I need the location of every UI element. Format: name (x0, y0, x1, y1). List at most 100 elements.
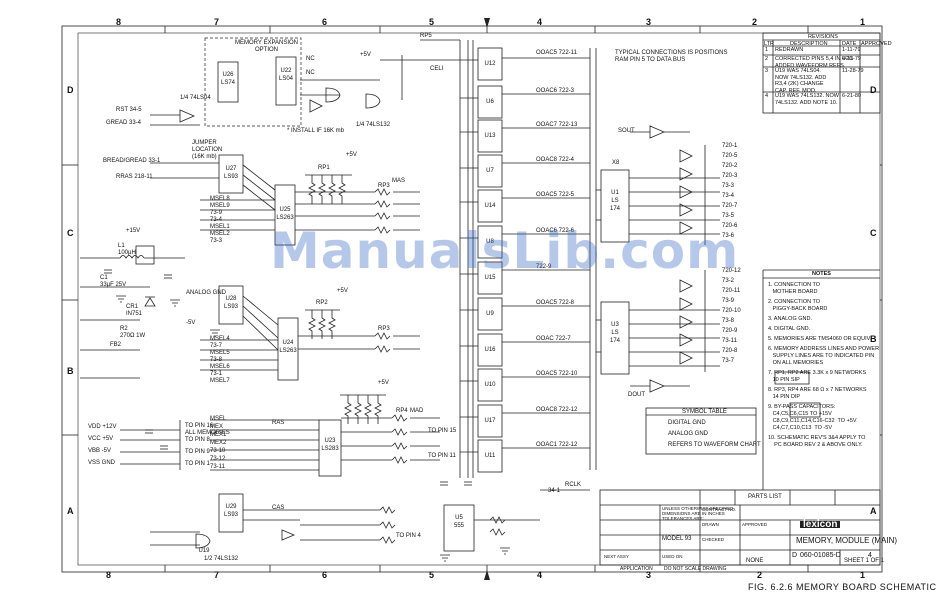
zone-bottom-6: 6 (322, 570, 328, 580)
tb-contract: CONTRACT NO. (702, 507, 737, 512)
model-label: MODEL 93 (662, 536, 692, 542)
celi-label: CELI (430, 66, 444, 72)
rp3-label: RP3 (378, 183, 390, 189)
note-item: 5. MEMORIES ARE TMS4060 OR EQUIV. (768, 336, 872, 342)
zone-bottom-7: 7 (214, 570, 220, 580)
revision-cell: 11-28-79 (842, 68, 864, 74)
zone-right-b: B (870, 334, 877, 344)
to-pin-8: TO PIN 8 (185, 437, 210, 443)
sout-label: SOUT (618, 128, 635, 134)
sheet-size: D (792, 552, 798, 559)
chip-u26-label: U26 (222, 72, 234, 78)
chip-u5-label: U5 (455, 515, 463, 521)
pin-label: 720-3 (722, 173, 738, 179)
rev-header-ltr: LTR (764, 41, 774, 47)
mas-label: MAS (392, 178, 406, 184)
nc-label: NC (306, 56, 315, 62)
chip-u28-type: LS93 (223, 304, 238, 310)
chip-u3-type: LS (611, 330, 619, 336)
used-on: USED ON (662, 554, 683, 559)
pin-label: 73-5 (722, 213, 735, 219)
chip-u23-label: U23 (324, 438, 336, 444)
pin-label: 720-7 (722, 203, 738, 209)
pin-label: MSEL5 (210, 350, 230, 356)
pin-label: MSEL4 (210, 336, 230, 342)
symbol-table-title: SYMBOL TABLE (682, 409, 727, 415)
pin-label: 73-9 (722, 298, 735, 304)
fb2-label: FB2 (110, 342, 122, 348)
memory-chip-label: U10 (484, 382, 496, 388)
memory-chip-label: U9 (486, 311, 494, 317)
scale-value: NONE (746, 558, 764, 564)
bread-signal: BREAD/GREAD 33-1 (103, 158, 161, 164)
pin-label: 720-5 (722, 153, 738, 159)
c1-label: C1 33µF 25V (100, 275, 127, 288)
pin-label: 73-7 (722, 358, 735, 364)
memory-chip-connection: OOAC5 722-5 (536, 192, 575, 198)
pin-label: MEX2 (210, 440, 227, 446)
revision-cell: 1-11-79 (842, 47, 861, 53)
zone-top-3: 3 (646, 17, 652, 27)
memory-chip-label: U11 (484, 453, 496, 459)
memory-chip-connection: OOAC6 722-6 (536, 228, 575, 234)
pin-label: MSEL8 (210, 196, 230, 202)
to-pin-11: TO PIN 11 (428, 453, 456, 459)
plus15v-label: +15V (126, 228, 141, 234)
revision-cell: 6-21-80 (842, 93, 861, 99)
symbol-analog-gnd: ANALOG GND (668, 431, 709, 437)
rev-header-date: DATE (842, 41, 857, 47)
tb-parts-list: PARTS LIST (748, 494, 782, 500)
revision-cell: 2 (765, 56, 769, 62)
memory-chip-connection: OOAC8 722-12 (536, 407, 578, 413)
all-memories: ALL MEMORIES (185, 430, 230, 436)
zone-top-6: 6 (322, 17, 328, 27)
memory-chip-connection: 722-9 (536, 264, 552, 270)
revision-number: 4 (868, 552, 872, 559)
pin-label: MSEL6 (210, 364, 230, 370)
pin-label: 73-4 (722, 193, 735, 199)
chip-u28-label: U28 (225, 296, 237, 302)
rclk-label: RCLK (565, 482, 582, 488)
pin-label: 73-6 (722, 233, 735, 239)
to-pin-9: TO PIN 9 (185, 449, 210, 455)
application-label: APPLICATION (620, 566, 653, 572)
vdd-label: VDD +12V (88, 424, 117, 430)
rras-signal: RRAS 218-11 (116, 174, 153, 180)
note-item: 7. RP1, RP2 ARE 3.3K x 9 NETWORKS 10 PIN… (768, 370, 867, 383)
vss-label: VSS GND (88, 460, 116, 466)
memory-chip-connection: OOAC5 722-11 (536, 50, 577, 56)
revision-cell: REDRAWN (775, 47, 804, 53)
pin-label: 720-2 (722, 163, 738, 169)
r2-label: R2 270Ω 1W (120, 326, 146, 339)
chip-u27-type: LS93 (223, 174, 238, 180)
pin-label: 720-9 (722, 328, 738, 334)
cr1-label: CR1 IN751 (126, 304, 143, 317)
zone-right-a: A (870, 506, 877, 516)
note-item: 9. BY-PASS CAPACITORS: C4,C5,C6,C15 TO +… (768, 404, 857, 431)
memory-chip-label: U7 (486, 168, 494, 174)
rp5-label: RP5 (420, 33, 432, 39)
zone-right-c: C (870, 228, 877, 238)
pin-label: 73-11 (210, 464, 225, 470)
chip-u25-type: LS263 (276, 215, 294, 221)
plus5v-label-3: +5V (337, 288, 348, 294)
revision-cell: CORRECTED PINS 5,4 IN U26. ADDED WAVEFOR… (775, 56, 854, 69)
plus5v-label: +5V (346, 152, 357, 158)
memory-chip-label: U13 (484, 133, 496, 139)
chip-u22-label: U22 (280, 68, 292, 74)
note-item: 8. RP3, RP4 ARE 68 Ω x 7 NETWORKS 14 PIN… (768, 387, 867, 400)
pin-label: 720-8 (722, 348, 738, 354)
pin-label: 73-3 (722, 183, 735, 189)
pin-label: MEX1 (210, 432, 227, 438)
revision-cell: U19 WAS 74LS132. NOW 74LS132. ADD NOTE 1… (775, 93, 839, 106)
tb-tolerances: UNLESS OTHERWISE SPECIFIED DIMENSIONS AR… (662, 506, 734, 521)
zone-left-d: D (67, 85, 74, 95)
memory-chip-label: U14 (484, 203, 496, 209)
memory-expansion-label: MEMORY EXPANSION OPTION (235, 40, 299, 53)
tb-approved: APPROVED (742, 522, 768, 527)
pin-label: 720-10 (722, 308, 741, 314)
vcc-label: VCC +5V (88, 436, 114, 442)
rp4-label: RP4 (396, 408, 408, 414)
note-item: 6. MEMORY ADDRESS LINES AND POWER SUPPLY… (768, 346, 880, 366)
zone-left-a: A (67, 506, 74, 516)
